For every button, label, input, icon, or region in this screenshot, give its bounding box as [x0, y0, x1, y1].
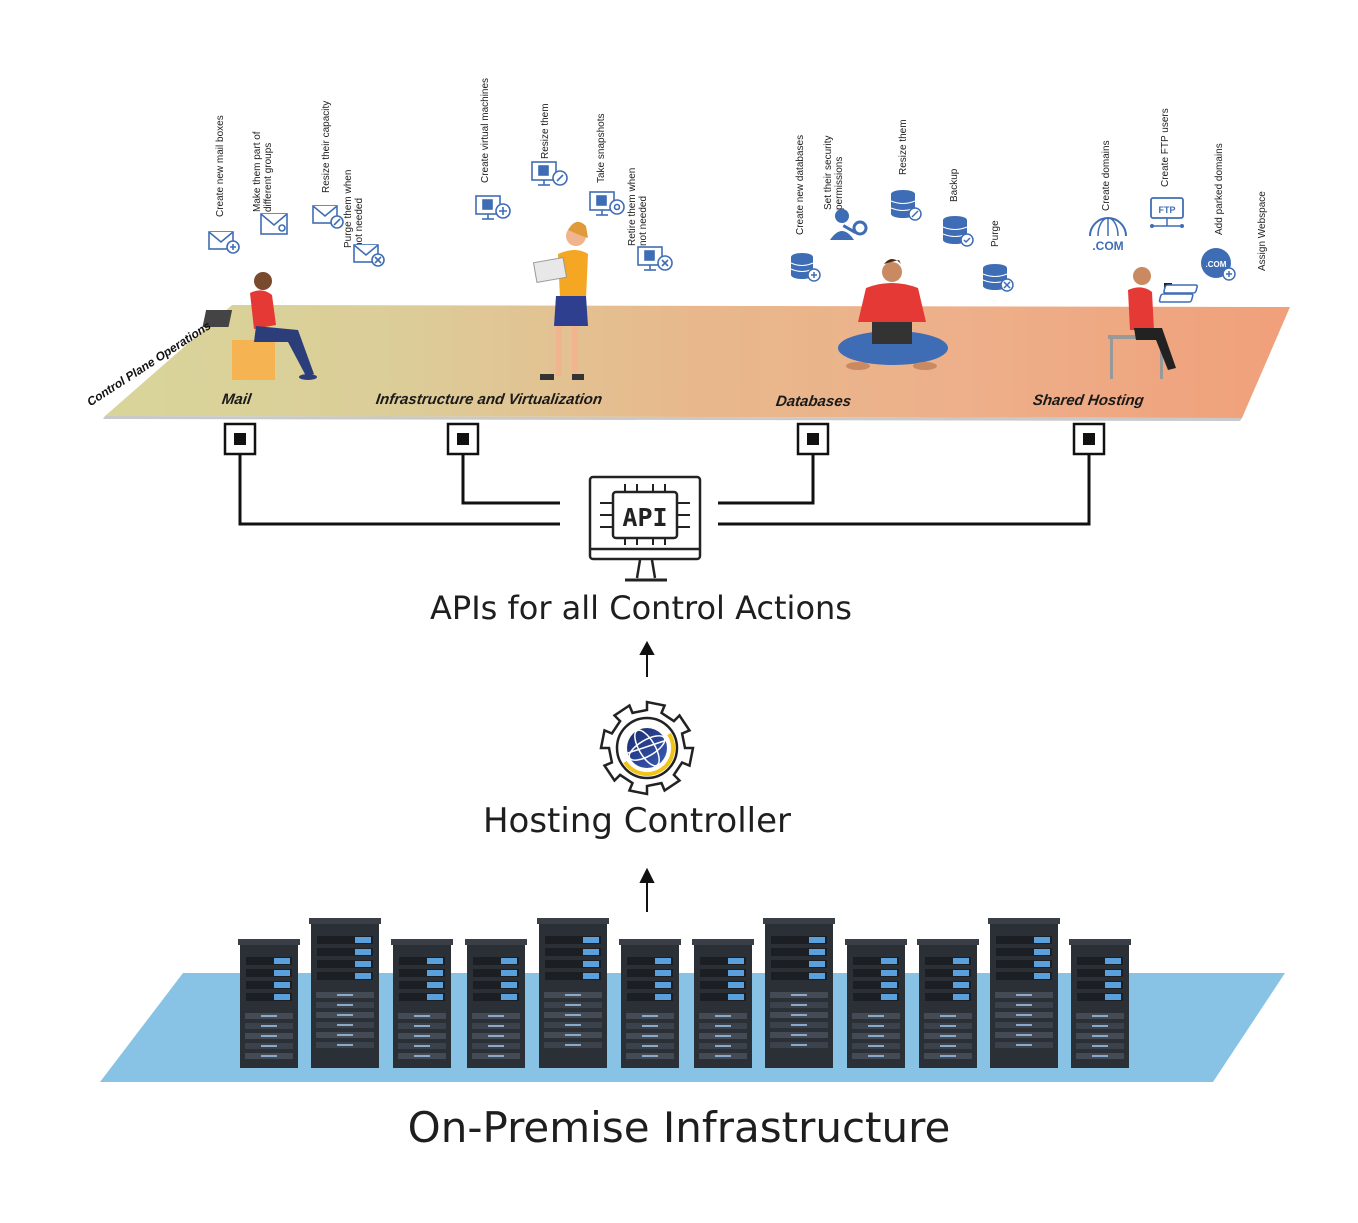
platform-edge [103, 416, 1242, 421]
domain-com-text: .COM [1092, 239, 1123, 253]
server-rack [845, 939, 907, 1068]
envelope-group-icon [260, 213, 288, 235]
arrow-up-controller [639, 867, 655, 912]
connector-nodes [223, 422, 1106, 456]
ftp-text: FTP [1159, 205, 1176, 215]
database-create-icon [790, 253, 821, 282]
connector-databases [718, 455, 815, 505]
server-rack [391, 939, 453, 1068]
parked-domain-icon [1201, 248, 1236, 281]
person-mail-icon [202, 272, 317, 380]
database-purge-icon [982, 264, 1014, 292]
infrastructure-label: On-Premise Infrastructure [407, 1103, 951, 1152]
person-infra-icon [532, 221, 588, 380]
server-rack [692, 939, 754, 1068]
server-rack [1069, 939, 1131, 1068]
node-hosting [1072, 422, 1106, 456]
envelope-purge-icon [353, 244, 385, 267]
server-rack [537, 918, 609, 1068]
server-rack [619, 939, 681, 1068]
server-rack-row [238, 918, 1131, 1068]
ftp-user-icon [1150, 197, 1184, 228]
database-resize-icon [890, 190, 922, 221]
platform-surface [105, 305, 1290, 418]
connector-lines [238, 455, 1091, 526]
server-rack [238, 939, 300, 1068]
server-rack [988, 918, 1060, 1068]
database-security-key-icon [830, 209, 868, 240]
connector-hosting [718, 455, 1091, 526]
vm-retire-icon [637, 246, 673, 271]
server-rack [763, 918, 835, 1068]
server-rack [309, 918, 381, 1068]
vm-snapshot-icon [589, 191, 625, 216]
category-label-infrastructure: Infrastructure and Virtualization [374, 391, 604, 408]
hosting-controller-gear-icon [599, 700, 695, 796]
api-label: APIs for all Control Actions [430, 589, 852, 627]
parked-com-text: .COM [1206, 260, 1227, 269]
control-plane-platform [103, 305, 1290, 421]
person-databases-icon [838, 259, 948, 370]
connector-infra [461, 455, 560, 505]
envelope-plus-icon [208, 231, 240, 254]
person-hosting-icon [1108, 267, 1176, 379]
node-mail [223, 422, 257, 456]
node-infra [446, 422, 480, 456]
hosting-controller-label: Hosting Controller [482, 801, 792, 841]
action-icons-layer: .COM FTP .COM [208, 161, 1236, 303]
envelope-resize-icon [312, 205, 344, 229]
category-label-databases: Databases [774, 393, 853, 410]
webspace-icon [1158, 284, 1198, 303]
domain-create-icon [1089, 217, 1127, 237]
server-rack [465, 939, 527, 1068]
server-rack [917, 939, 979, 1068]
database-backup-icon [942, 216, 974, 247]
node-databases [796, 422, 830, 456]
arrow-up-api [639, 640, 655, 677]
category-label-mail: Mail [220, 391, 253, 408]
vm-create-icon [475, 195, 511, 220]
category-label-shared-hosting: Shared Hosting [1031, 392, 1146, 409]
api-monitor-icon [588, 475, 702, 582]
connector-mail [238, 455, 560, 526]
vm-resize-icon [531, 161, 568, 186]
api-icon-text: API [622, 503, 667, 532]
